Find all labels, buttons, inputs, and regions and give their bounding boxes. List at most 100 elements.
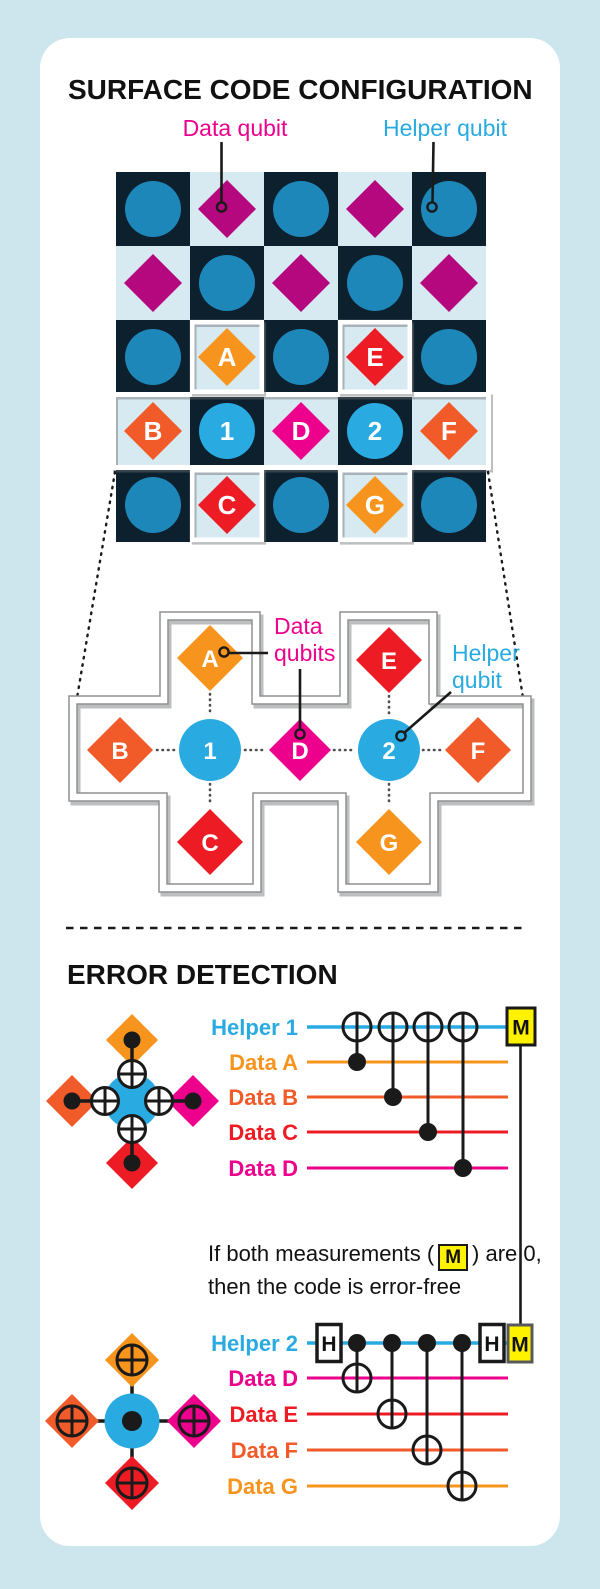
data-qubit-icon	[198, 328, 256, 386]
grid-cell: E	[338, 320, 412, 394]
grid-cell: 2	[338, 394, 412, 468]
zoom-data-qubit: D	[269, 719, 331, 781]
note-text-line2: then the code is error-free	[208, 1274, 462, 1299]
control-dot-icon	[348, 1334, 366, 1352]
qubit-label: D	[291, 738, 308, 765]
zoom-data-qubit: F	[445, 717, 511, 783]
measure-box	[505, 1006, 537, 1047]
helper-qubit-pointer-line	[431, 141, 435, 203]
helper-qubit-label: Helper qubit	[383, 115, 508, 141]
wire-label: Data A	[229, 1050, 298, 1075]
qubit-label: F	[471, 738, 486, 765]
control-dot-icon	[348, 1053, 366, 1071]
zoom-data-qubit: E	[356, 627, 422, 693]
data-qubit-icon	[420, 402, 478, 460]
cnot-target-icon	[446, 1470, 478, 1502]
cnot-target-icon	[341, 1011, 373, 1043]
helper-qubit-icon	[179, 719, 241, 781]
highlight-border	[337, 319, 413, 395]
qubit-label: 2	[382, 738, 395, 765]
highlight-border	[111, 392, 491, 470]
qubit-label: 2	[368, 416, 382, 446]
data-qubit-label: Data qubit	[183, 115, 288, 141]
zoom-data-qubits-label-line2: qubits	[274, 640, 335, 666]
pointer-marker-d-icon	[294, 728, 306, 740]
highlight-border	[337, 467, 413, 543]
pointer-marker-a-icon	[218, 646, 230, 658]
grid-cell: D	[264, 394, 338, 468]
data-qubit-icon	[269, 719, 331, 781]
grid-cell	[190, 172, 264, 246]
pointer-marker-helper2-icon	[395, 730, 407, 742]
data-qubit-icon	[272, 254, 330, 312]
wire-label: Data D	[228, 1366, 298, 1391]
wire-label: Data F	[231, 1438, 298, 1463]
grid-cell	[338, 246, 412, 320]
measure-label: M	[511, 1334, 529, 1357]
data-qubit-icon	[198, 476, 256, 534]
control-dot-icon	[453, 1334, 471, 1352]
qubit-label: C	[201, 830, 218, 857]
data-qubit-icon	[346, 476, 404, 534]
helper-qubit-icon	[273, 329, 329, 385]
data-qubit-icon	[356, 809, 422, 875]
highlight-border	[189, 319, 265, 395]
zoom-data-qubits-label-line1: Data	[274, 613, 323, 639]
grid-cell	[116, 320, 190, 394]
grid-cell	[264, 246, 338, 320]
qubit-label: D	[292, 416, 311, 446]
qubit-label: A	[201, 646, 218, 673]
cnot-target-icon	[376, 1398, 408, 1430]
data-qubit-icon	[272, 402, 330, 460]
zoom-data-qubit: C	[177, 809, 243, 875]
data-qubit-pointer-marker-icon	[215, 201, 228, 213]
grid-cell: 1	[190, 394, 264, 468]
qubit-label: E	[366, 342, 383, 372]
magnify-connector-left	[75, 470, 117, 700]
cnot-target-icon	[377, 1011, 409, 1043]
zoom-helper-qubit: 1	[179, 719, 241, 781]
control-dot-icon	[418, 1334, 436, 1352]
grid-cell	[412, 468, 486, 542]
control-dot-icon	[123, 1031, 141, 1049]
wire-label: Data G	[227, 1474, 298, 1499]
qubit-label: E	[381, 648, 397, 675]
data-qubit-icon	[177, 625, 243, 691]
grid-cell: G	[338, 468, 412, 542]
measure-label: M	[512, 1017, 530, 1040]
hadamard-box	[315, 1322, 343, 1364]
page-title: SURFACE CODE CONFIGURATION	[68, 74, 533, 105]
cnot-target-icon	[447, 1011, 479, 1043]
helper-qubit-icon	[421, 477, 477, 533]
helper-qubit-icon	[273, 477, 329, 533]
grid-cell: F	[412, 394, 486, 468]
data-qubit-icon	[124, 254, 182, 312]
helper-qubit-icon	[125, 477, 181, 533]
note-text-before: If both measurements (	[208, 1241, 435, 1266]
helper-qubit-icon	[347, 255, 403, 311]
control-dot-icon	[384, 1088, 402, 1106]
wire-label: Helper 1	[211, 1015, 298, 1040]
control-dot-icon	[419, 1123, 437, 1141]
wire-label: Data C	[228, 1120, 298, 1145]
grid-cell	[190, 246, 264, 320]
grid-cell	[412, 246, 486, 320]
wire-label: Data E	[230, 1402, 298, 1427]
wire-label: Data D	[228, 1156, 298, 1181]
zoom-outline	[68, 611, 535, 897]
zoom-data-qubit: B	[87, 717, 153, 783]
qubit-label: 1	[220, 416, 234, 446]
data-qubit-icon	[124, 402, 182, 460]
qubit-label: G	[380, 830, 399, 857]
helper-qubit-icon	[199, 255, 255, 311]
grid-cell	[116, 468, 190, 542]
measurement-m-badge: M	[438, 1244, 469, 1271]
grid-cell	[264, 468, 338, 542]
helper-qubit-icon	[104, 1073, 160, 1129]
data-qubit-icon	[356, 627, 422, 693]
control-dot-icon	[454, 1159, 472, 1177]
qubit-label: A	[218, 342, 237, 372]
